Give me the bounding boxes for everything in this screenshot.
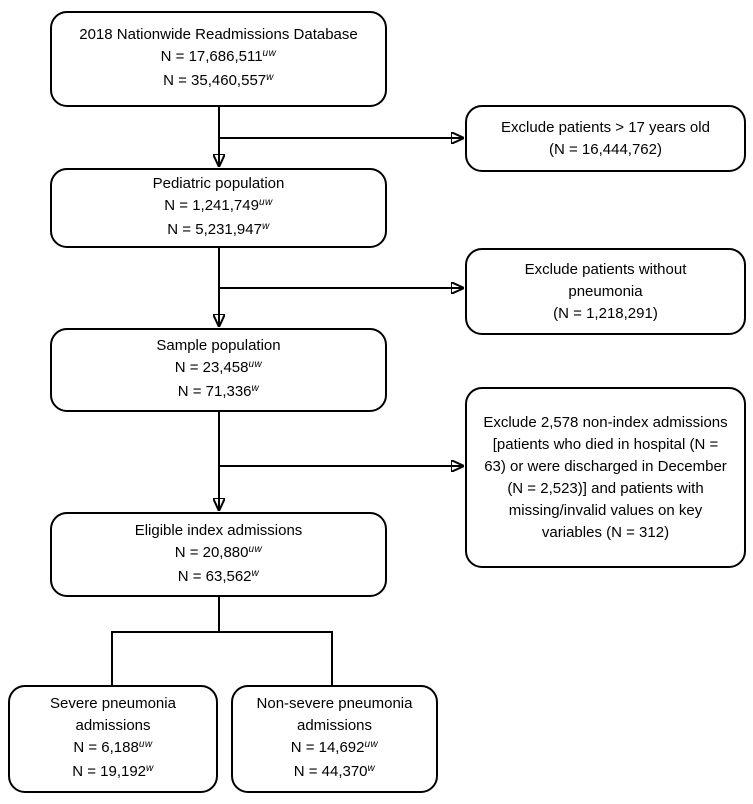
box-eligible-n-weighted: N = 63,562w bbox=[177, 567, 260, 585]
box-pediatric-title: Pediatric population bbox=[152, 175, 285, 192]
box-eligible: Eligible index admissions N = 20,880uw N… bbox=[50, 512, 387, 597]
box-eligible-title: Eligible index admissions bbox=[134, 521, 303, 539]
superscript-uw: uw bbox=[364, 739, 379, 750]
box-severe-title-line2: admissions bbox=[75, 717, 151, 734]
superscript-uw: uw bbox=[258, 197, 273, 208]
box-severe: Severe pneumonia admissions N = 6,188uw … bbox=[8, 685, 218, 793]
box-pediatric-n-unweighted: N = 1,241,749uw bbox=[164, 197, 273, 214]
box-nonsevere-title-line2: admissions bbox=[296, 717, 373, 734]
box-pediatric-n-weighted: N = 5,231,947w bbox=[167, 221, 270, 238]
box-pediatric: Pediatric population N = 1,241,749uw N =… bbox=[50, 168, 387, 248]
exclude-age-line1: Exclude patients > 17 years old bbox=[501, 118, 710, 136]
box-eligible-n-unweighted: N = 20,880uw bbox=[174, 543, 263, 561]
exclude-pneumonia-count: (N = 1,218,291) bbox=[553, 304, 658, 322]
box-nonsevere-n-unweighted: N = 14,692uw bbox=[290, 739, 379, 756]
box-exclude-pneumonia: Exclude patients without pneumonia (N = … bbox=[465, 248, 746, 335]
superscript-w: w bbox=[367, 763, 376, 774]
box-severe-title-line1: Severe pneumonia bbox=[50, 695, 176, 712]
box-exclude-nonindex: Exclude 2,578 non-index admissions [pati… bbox=[465, 387, 746, 568]
box-nonsevere: Non-severe pneumonia admissions N = 14,6… bbox=[231, 685, 438, 793]
exclude-pneumonia-line1: Exclude patients without bbox=[524, 260, 687, 278]
superscript-uw: uw bbox=[262, 48, 277, 59]
box-sample: Sample population N = 23,458uw N = 71,33… bbox=[50, 328, 387, 412]
box-nonsevere-title-line1: Non-severe pneumonia bbox=[256, 695, 413, 712]
superscript-uw: uw bbox=[248, 359, 263, 370]
box-severe-n-unweighted: N = 6,188uw bbox=[73, 739, 153, 756]
box-nonsevere-n-weighted: N = 44,370w bbox=[293, 763, 376, 780]
box-sample-n-weighted: N = 71,336w bbox=[177, 383, 260, 400]
superscript-w: w bbox=[261, 221, 270, 232]
box-database: 2018 Nationwide Readmissions Database N … bbox=[50, 11, 387, 107]
box-database-n-unweighted: N = 17,686,511uw bbox=[160, 48, 277, 65]
exclude-age-count: (N = 16,444,762) bbox=[549, 140, 662, 158]
box-sample-title: Sample population bbox=[156, 337, 281, 354]
box-database-title: 2018 Nationwide Readmissions Database bbox=[79, 26, 358, 43]
box-database-n-weighted: N = 35,460,557w bbox=[163, 72, 274, 89]
superscript-w: w bbox=[251, 567, 260, 579]
exclude-nonindex-text: Exclude 2,578 non-index admissions [pati… bbox=[483, 413, 728, 541]
superscript-uw: uw bbox=[248, 543, 263, 555]
superscript-uw: uw bbox=[138, 739, 153, 750]
superscript-w: w bbox=[266, 72, 274, 83]
box-sample-n-unweighted: N = 23,458uw bbox=[174, 359, 263, 376]
exclude-pneumonia-line2: pneumonia bbox=[568, 282, 643, 300]
superscript-w: w bbox=[251, 383, 260, 394]
superscript-w: w bbox=[146, 763, 154, 774]
box-severe-n-weighted: N = 19,192w bbox=[72, 763, 154, 780]
box-exclude-age: Exclude patients > 17 years old (N = 16,… bbox=[465, 105, 746, 172]
